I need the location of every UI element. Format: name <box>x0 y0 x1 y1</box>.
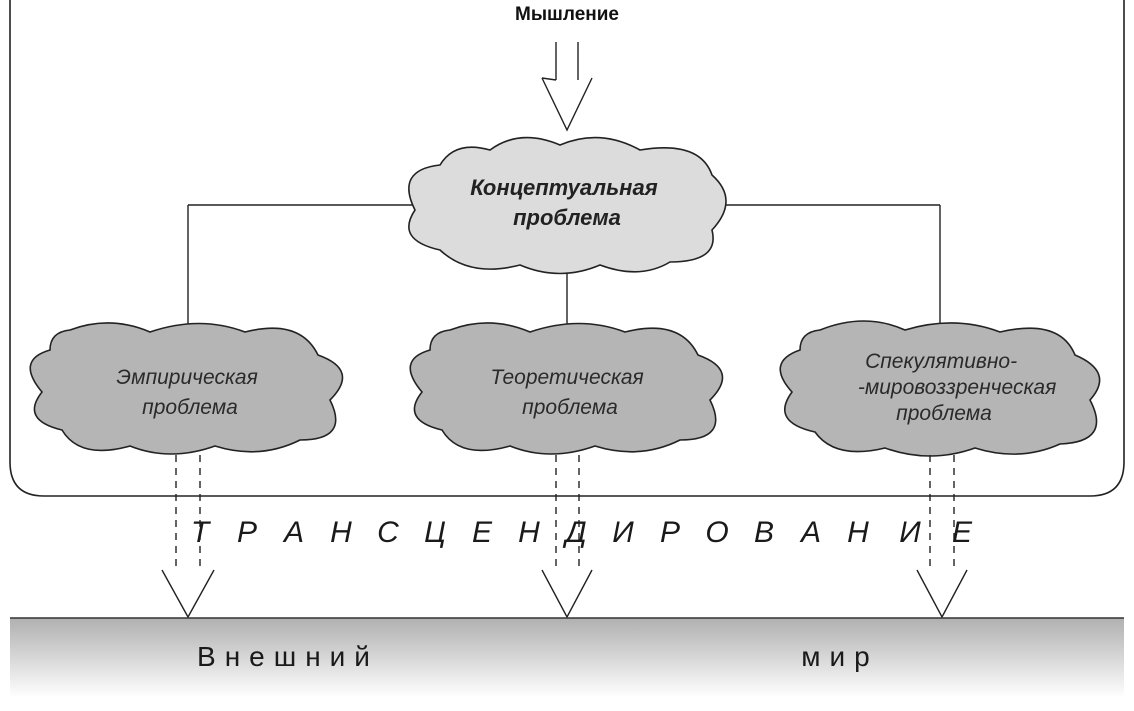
transcend-letter: В <box>754 516 774 549</box>
theoretical-cloud-shape <box>409 322 724 455</box>
transcend-letter: Н <box>518 516 540 549</box>
thinking-arrow <box>541 42 593 132</box>
central-cloud-shape <box>408 136 727 275</box>
transcend-letter: Т <box>191 516 212 549</box>
outer-world-band <box>10 618 1124 698</box>
transcend-letter: Е <box>472 516 493 549</box>
thinking-frame <box>9 0 1125 497</box>
transcend-letter: Н <box>847 516 869 549</box>
speculative-line2: -мировоззренческая <box>858 376 1056 399</box>
empirical-line2: проблема <box>142 396 238 419</box>
transcend-letter: И <box>612 516 634 549</box>
outer-world-word1: Внешний <box>197 641 379 672</box>
thinking-label: Мышление <box>515 4 619 25</box>
transcend-arrow-speculative <box>916 455 968 619</box>
transcend-letter: Р <box>660 516 680 549</box>
speculative-problem-label: Спекулятивно- -мировоззренческая проблем… <box>858 350 1062 425</box>
speculative-cloud-shape <box>779 320 1101 457</box>
transcend-arrow-empirical <box>161 455 215 619</box>
transcend-letter: Д <box>562 516 586 549</box>
transcending-arrows <box>161 455 968 619</box>
speculative-line3: проблема <box>896 402 992 425</box>
central-problem-line2: проблема <box>513 205 621 230</box>
transcend-arrow-theoretical <box>541 455 593 619</box>
empirical-line1: Эмпирическая <box>116 366 257 389</box>
transcend-letter: А <box>799 516 821 549</box>
central-problem-title: Концептуальная проблема <box>470 175 664 230</box>
theoretical-line1: Теоретическая <box>490 366 643 389</box>
empirical-cloud-shape <box>29 322 344 455</box>
transcend-letter: С <box>377 516 399 549</box>
transcend-letter: Р <box>237 516 257 549</box>
transcend-letter: И <box>899 516 921 549</box>
outer-world-word2: мир <box>801 641 878 672</box>
transcend-letter: А <box>282 516 304 549</box>
empirical-problem-label: Эмпирическая проблема <box>116 366 263 419</box>
transcend-letter: Ц <box>424 516 446 549</box>
theoretical-problem-label: Теоретическая проблема <box>490 366 649 419</box>
central-problem-line1: Концептуальная <box>470 175 657 200</box>
transcend-letter: О <box>705 516 728 549</box>
transcend-letter: Н <box>330 516 352 549</box>
transcending-word: Т Р А Н С Ц Е Н Д И Р О В А Н И Е <box>191 516 973 549</box>
transcend-letter: Е <box>952 516 973 549</box>
theoretical-line2: проблема <box>522 396 618 419</box>
speculative-line1: Спекулятивно- <box>865 350 1017 373</box>
